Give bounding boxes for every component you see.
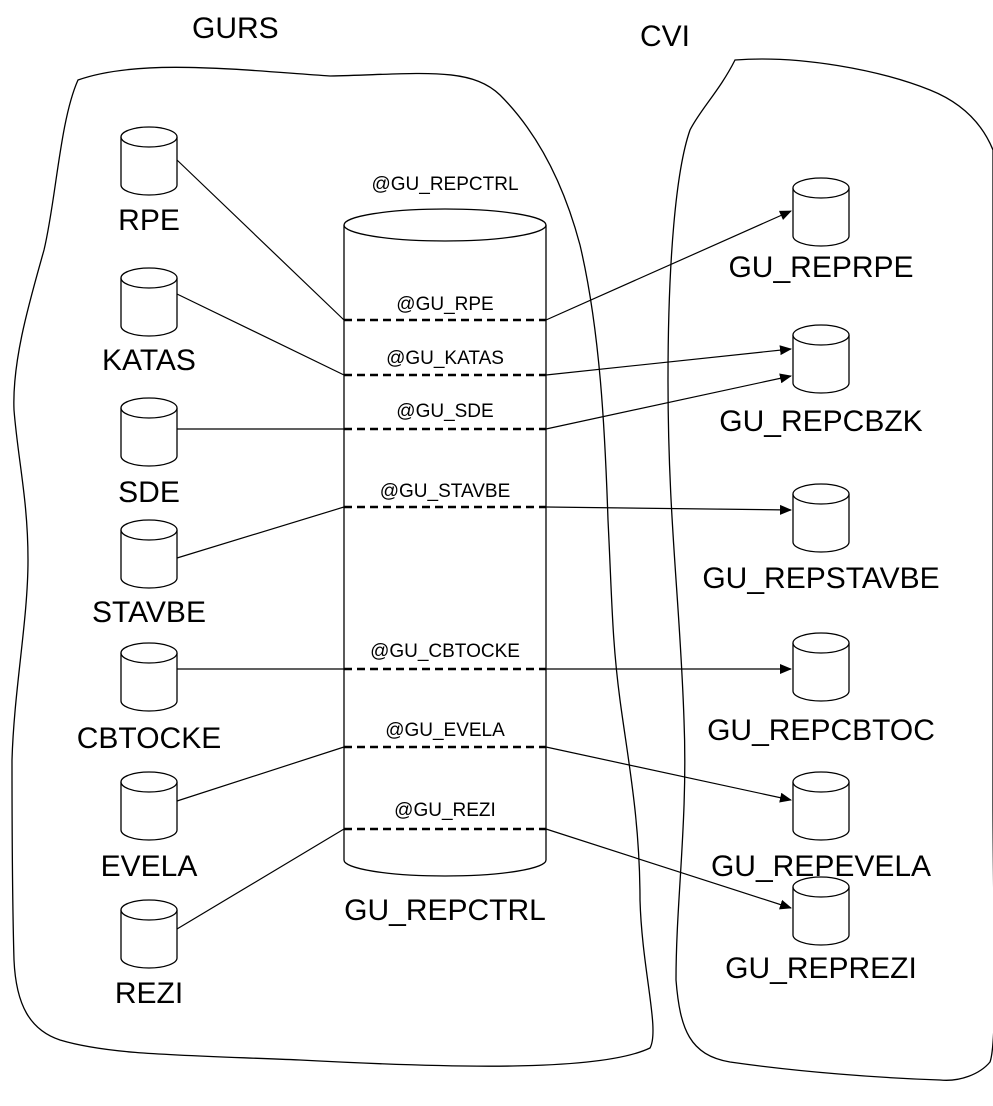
- source-label-rpe: RPE: [118, 204, 180, 237]
- db-link-label-rezi: @GU_REZI: [394, 800, 496, 821]
- arrow-link-evela-to-target: [545, 746, 792, 803]
- source-label-katas: KATAS: [102, 344, 196, 377]
- arrow-link-rpe-to-target: [545, 210, 792, 321]
- connector-katas-to-link: [176, 293, 345, 376]
- source-db-cbtocke-icon: [120, 642, 178, 712]
- gu-repctrl-database-icon: [343, 208, 547, 877]
- control-db-bottom-label: GU_REPCTRL: [344, 894, 546, 927]
- source-db-rezi-icon: [120, 899, 178, 969]
- target-db-gu-reprpe-icon: [792, 177, 850, 247]
- source-label-rezi: REZI: [115, 977, 183, 1010]
- db-link-label-katas: @GU_KATAS: [386, 348, 504, 369]
- target-db-gu-repcbtoc-icon: [792, 632, 850, 702]
- cvi-region-outline: [667, 58, 993, 1081]
- connector-stavbe-to-link: [176, 506, 345, 559]
- source-db-sde-icon: [120, 397, 178, 467]
- source-label-cbtocke: CBTOCKE: [77, 722, 221, 755]
- connector-rpe-to-link: [176, 159, 345, 321]
- source-label-evela: EVELA: [101, 850, 198, 883]
- arrow-link-rezi-to-target: [545, 828, 792, 910]
- source-db-rpe-icon: [120, 126, 178, 196]
- db-link-label-stavbe: @GU_STAVBE: [380, 481, 511, 502]
- target-label-gu-reprpe: GU_REPRPE: [728, 251, 913, 284]
- target-label-gu-repstavbe: GU_REPSTAVBE: [702, 562, 939, 595]
- source-db-evela-icon: [120, 771, 178, 841]
- gurs-region-label: GURS: [192, 12, 279, 45]
- cvi-region-label: CVI: [640, 20, 690, 53]
- target-label-gu-reprezi: GU_REPREZI: [725, 952, 917, 985]
- arrow-link-stavbe-to-target: [545, 504, 792, 515]
- source-label-stavbe: STAVBE: [92, 596, 206, 629]
- target-db-gu-repstavbe-icon: [792, 483, 850, 553]
- source-db-katas-icon: [120, 267, 178, 337]
- target-db-gu-repcbzk-icon: [792, 324, 850, 394]
- db-link-label-sde: @GU_SDE: [396, 401, 493, 422]
- source-db-stavbe-icon: [120, 519, 178, 589]
- db-link-label-cbtocke: @GU_CBTOCKE: [370, 641, 520, 662]
- db-link-label-evela: @GU_EVELA: [385, 720, 505, 741]
- connector-evela-to-link: [176, 746, 345, 802]
- arrow-link-sde-to-target: [545, 373, 792, 430]
- gurs-region-outline: [11, 66, 654, 1067]
- control-db-top-label: @GU_REPCTRL: [371, 174, 518, 195]
- target-db-gu-reprezi-icon: [792, 876, 850, 946]
- db-link-label-rpe: @GU_RPE: [396, 294, 493, 315]
- connector-rezi-to-link: [176, 828, 345, 930]
- target-label-gu-repcbzk: GU_REPCBZK: [719, 405, 922, 438]
- target-db-gu-repevela-icon: [792, 771, 850, 841]
- target-label-gu-repcbtoc: GU_REPCBTOC: [707, 714, 935, 747]
- source-label-sde: SDE: [118, 476, 180, 509]
- arrow-link-katas-to-target: [545, 345, 792, 376]
- target-label-gu-repevela: GU_REPEVELA: [711, 850, 931, 883]
